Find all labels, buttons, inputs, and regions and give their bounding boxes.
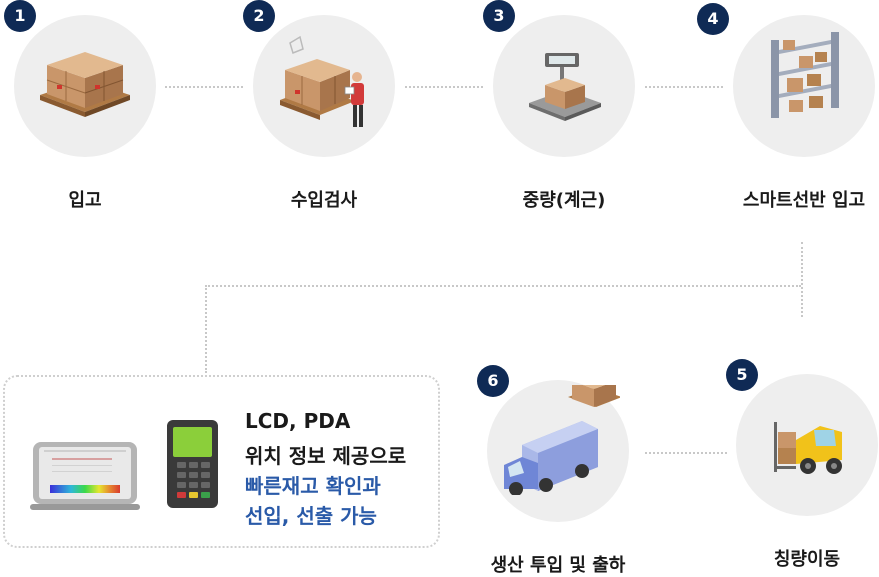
forklift-icon [774, 422, 842, 474]
step-1-label: 입고 [68, 190, 102, 211]
step-5-badge: 5 [726, 359, 758, 391]
step-4-circle [733, 15, 875, 157]
step-4-label: 스마트선반 입고 [742, 190, 866, 211]
delivery-truck-icon [504, 385, 620, 495]
step-6-badge: 6 [477, 365, 509, 397]
weighing-scale-icon [529, 53, 601, 121]
connector-1-2 [165, 86, 243, 88]
step-3-label: 중량(계근) [522, 190, 606, 211]
step-3-badge: 3 [483, 0, 515, 32]
step-2-badge: 2 [243, 0, 275, 32]
connector-return-row [205, 285, 801, 287]
connector-2-3 [405, 86, 483, 88]
inspection-worker-icon [280, 35, 364, 127]
info-panel [3, 375, 440, 548]
info-line-inventory: 빠른재고 확인과 [245, 474, 381, 498]
step-4-badge: 4 [697, 3, 729, 35]
connector-to-info [205, 285, 207, 373]
step-2-label: 수입검사 [290, 190, 358, 211]
pallet-boxes-icon [40, 52, 130, 117]
pda-device-icon [167, 420, 218, 508]
lcd-monitor-icon [30, 442, 140, 510]
step-1-badge: 1 [4, 0, 36, 32]
info-line-location: 위치 정보 제공으로 [245, 444, 407, 468]
info-line-fifo: 선입, 선출 가능 [245, 504, 377, 528]
step-5-label: 칭량이동 [773, 549, 841, 570]
connector-3-4 [645, 86, 723, 88]
connector-4-down [801, 242, 803, 317]
smart-shelf-icon [771, 32, 839, 118]
info-line-devices: LCD, PDA [245, 409, 351, 433]
step-6-label: 생산 투입 및 출하 [490, 555, 626, 576]
connector-5-6 [645, 452, 727, 454]
